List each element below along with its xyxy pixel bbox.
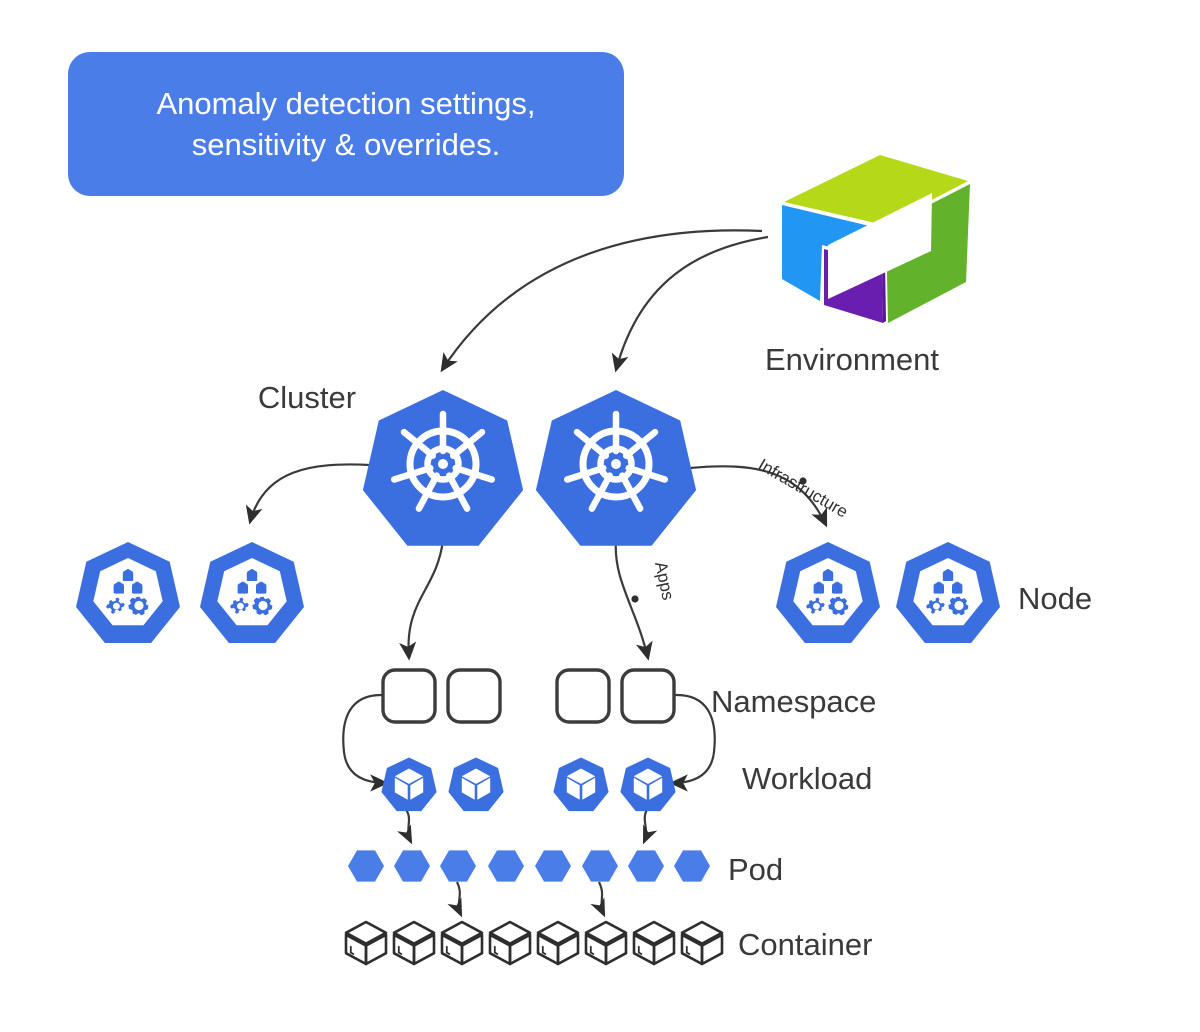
container-cube-icon[interactable] — [392, 920, 436, 966]
edge-environment-to-cluster-2 — [611, 235, 769, 373]
container-cube-icon[interactable] — [536, 920, 580, 966]
hexagon-pod-icon[interactable] — [488, 850, 524, 882]
workload-label: Workload — [742, 761, 872, 796]
rounded-square-icon[interactable] — [620, 668, 676, 724]
edge-environment-to-cluster-1 — [440, 229, 763, 373]
edge-cluster-1-to-node-2 — [245, 463, 371, 525]
kubernetes-helm-icon[interactable] — [362, 390, 524, 546]
edge-namespace-1-to-workload-1 — [342, 693, 389, 792]
kubernetes-node-icon[interactable] — [76, 542, 180, 643]
namespace-label: Namespace — [711, 684, 876, 719]
edge-label-infrastructure: Infrastructure — [755, 455, 851, 522]
rounded-square-icon[interactable] — [381, 668, 437, 724]
edge-pod-3-to-container-3 — [447, 881, 463, 918]
edge-cluster-2-to-namespace-4 — [614, 539, 653, 661]
dynatrace-cube-icon — [782, 155, 970, 323]
edge-namespace-4-to-workload-4 — [669, 693, 716, 792]
kubernetes-workload-cube-icon[interactable] — [620, 757, 676, 812]
hexagon-pod-icon[interactable] — [348, 850, 384, 882]
hexagon-pod-icon[interactable] — [535, 850, 571, 882]
edge-dot-infrastructure — [799, 477, 807, 485]
kubernetes-node-icon[interactable] — [896, 542, 1000, 643]
edge-cluster-1-to-namespace-1 — [399, 539, 445, 661]
cluster-label: Cluster — [258, 380, 356, 415]
container-cube-icon[interactable] — [584, 920, 628, 966]
hexagon-pod-icon[interactable] — [440, 850, 476, 882]
environment-label: Environment — [765, 342, 939, 377]
kubernetes-workload-cube-icon[interactable] — [553, 757, 609, 812]
hexagon-pod-icon[interactable] — [394, 850, 430, 882]
rounded-square-icon[interactable] — [555, 668, 611, 724]
callout-text: Anomaly detection settings, sensitivity … — [156, 85, 536, 162]
edge-label-apps: Apps — [651, 560, 678, 602]
container-cube-icon[interactable] — [488, 920, 532, 966]
kubernetes-node-icon[interactable] — [776, 542, 880, 643]
container-cube-icon[interactable] — [680, 920, 724, 966]
edge-cluster-2-to-node-3 — [689, 465, 828, 528]
container-cube-icon[interactable] — [440, 920, 484, 966]
kubernetes-workload-cube-icon[interactable] — [381, 757, 437, 812]
hexagon-pod-icon[interactable] — [674, 850, 710, 882]
container-cube-icon[interactable] — [344, 920, 388, 966]
edge-workload-4-to-pod-7 — [642, 807, 658, 845]
kubernetes-node-icon[interactable] — [200, 542, 304, 643]
edge-dot-apps — [631, 595, 639, 603]
pod-label: Pod — [728, 852, 783, 887]
container-cube-icon[interactable] — [632, 920, 676, 966]
node-label: Node — [1018, 581, 1092, 616]
kubernetes-workload-cube-icon[interactable] — [448, 757, 504, 812]
edge-workload-1-to-pod-2 — [397, 807, 413, 845]
edge-pod-6-to-container-6 — [590, 881, 606, 918]
kubernetes-helm-icon[interactable] — [535, 390, 697, 546]
hexagon-pod-icon[interactable] — [582, 850, 618, 882]
container-label: Container — [738, 927, 872, 962]
hexagon-pod-icon[interactable] — [628, 850, 664, 882]
rounded-square-icon[interactable] — [446, 668, 502, 724]
callout-box: Anomaly detection settings, sensitivity … — [68, 52, 624, 196]
